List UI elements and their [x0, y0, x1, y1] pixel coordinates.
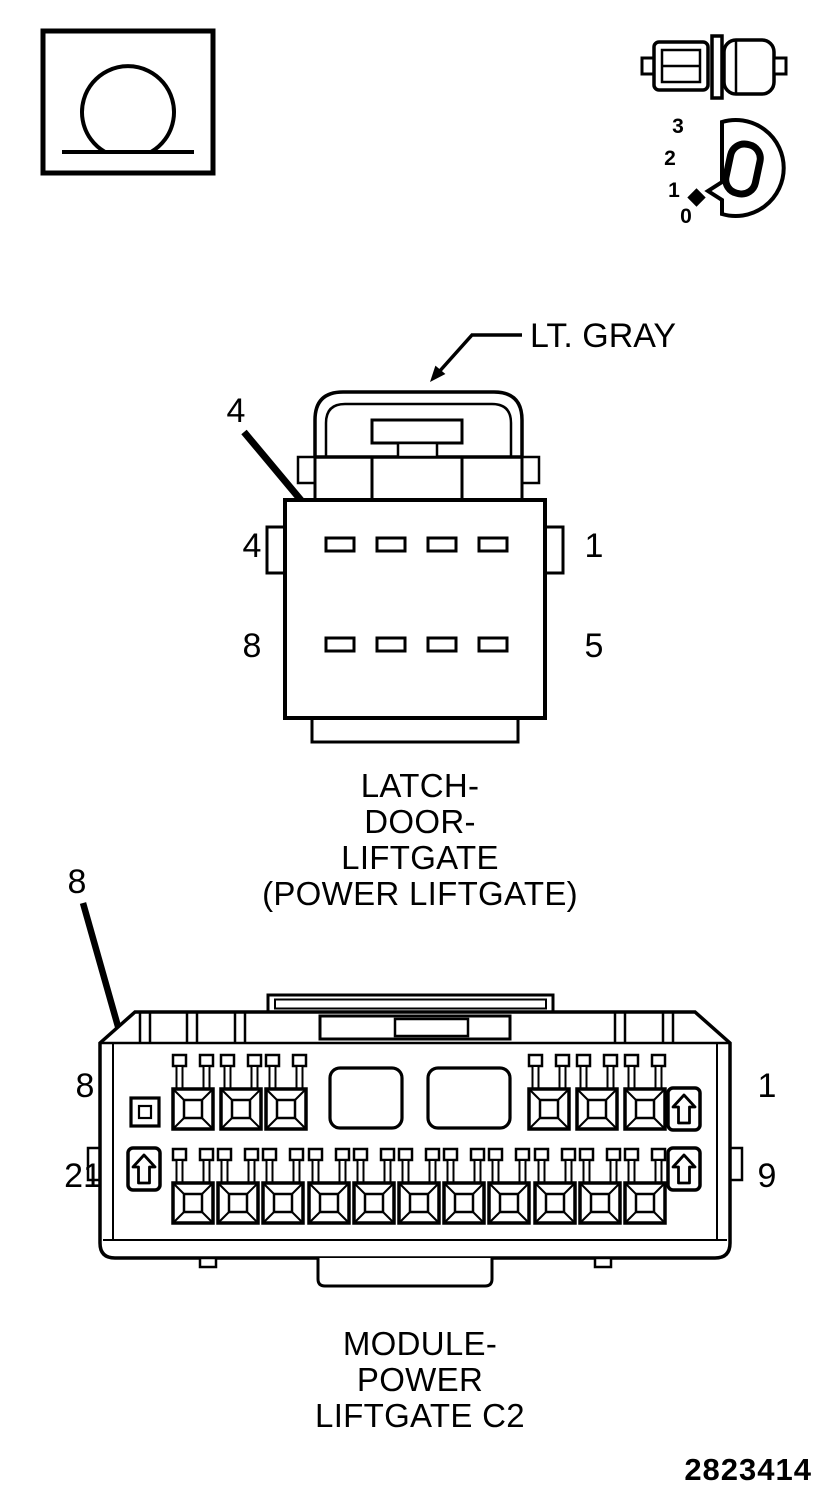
pin-cavity: [375, 536, 407, 553]
latch-name-line-2: DOOR-: [364, 803, 476, 840]
latch-side-lock-left: [265, 525, 287, 575]
keyed-pin-9: [666, 1146, 702, 1192]
pin-cavity: [375, 636, 407, 653]
module-name-line-2: POWER: [356, 1361, 484, 1398]
module-pin-label-bottom-right: 9: [758, 1157, 777, 1195]
latch-pin-label-bottom-right: 5: [585, 627, 604, 665]
arrowhead: [430, 365, 446, 382]
ignition-position-0: 0: [680, 205, 692, 228]
ohmmeter-omega: [80, 64, 176, 154]
latch-connector-diagram: LT. GRAY 4: [227, 317, 676, 744]
latch-slot: [370, 418, 464, 445]
figure-part-number: 2823414: [684, 1452, 812, 1487]
latch-pins-row-top: [324, 536, 509, 553]
module-name-line-1: MODULE-: [342, 1325, 498, 1362]
latch-pins-row-bottom: [324, 636, 509, 653]
module-pin-label-top-left: 8: [76, 1067, 95, 1105]
ignition-position-1: 1: [668, 179, 680, 202]
latch-pin-label-bottom-left: 8: [243, 627, 262, 665]
latch-pin-label-top-right: 1: [585, 527, 604, 565]
keyed-pin-21: [126, 1146, 162, 1192]
ignition-key-icon: 3 2 1 0: [664, 115, 786, 228]
latch-name-line-1: LATCH-: [360, 767, 480, 804]
latch-side-lock-right: [543, 525, 565, 575]
pin-callout-label: 8: [68, 863, 87, 901]
latch-connector-name: LATCH- DOOR- LIFTGATE (POWER LIFTGATE): [170, 768, 670, 912]
latch-connector-body: [265, 390, 565, 744]
ohmmeter-frame: [40, 28, 216, 176]
module-pin-row-top: [129, 1053, 702, 1132]
module-pin-label-top-right: 1: [758, 1067, 777, 1105]
pin-cavity: [426, 536, 458, 553]
pin-cavity: [477, 536, 509, 553]
key-grip: [722, 140, 764, 198]
pin-callout-label: 4: [227, 392, 246, 430]
pin-cavity: [477, 636, 509, 653]
pin-cavity: [426, 636, 458, 653]
module-pin-label-bottom-left: 21: [64, 1157, 102, 1195]
latch-name-line-4: (POWER LIFTGATE): [262, 875, 578, 912]
blank-cavity: [328, 1066, 404, 1130]
ignition-position-3: 3: [672, 115, 684, 138]
module-connector-name: MODULE- POWER LIFTGATE C2: [170, 1326, 670, 1434]
pin-cavity: [324, 636, 356, 653]
latch-main-body: [283, 498, 547, 720]
module-side-step-right: [728, 1146, 744, 1182]
pin-cavity: [324, 536, 356, 553]
ohmmeter-icon: [40, 28, 216, 176]
module-bottom-tab: [316, 1258, 494, 1288]
inline-connector-icon: [640, 34, 788, 100]
latch-name-line-3: LIFTGATE: [341, 839, 499, 876]
top-rail-notches: [138, 1013, 675, 1043]
keyed-pin-1: [666, 1086, 702, 1132]
ignition-key-shapes: [687, 118, 786, 218]
color-callout-label: LT. GRAY: [530, 317, 676, 355]
blank-cavity: [426, 1066, 512, 1130]
module-connector-diagram: 8: [64, 863, 777, 1288]
lt-gray-callout: LT. GRAY: [430, 317, 676, 382]
ignition-position-2: 2: [664, 147, 676, 170]
connector-icon-shapes: [640, 34, 788, 100]
position-indicator-diamond: [687, 188, 706, 207]
module-connector-body: [86, 993, 744, 1288]
latch-pin-label-top-left: 4: [243, 527, 262, 565]
module-name-line-3: LIFTGATE C2: [315, 1397, 525, 1434]
latch-bottom-tab: [310, 716, 520, 744]
